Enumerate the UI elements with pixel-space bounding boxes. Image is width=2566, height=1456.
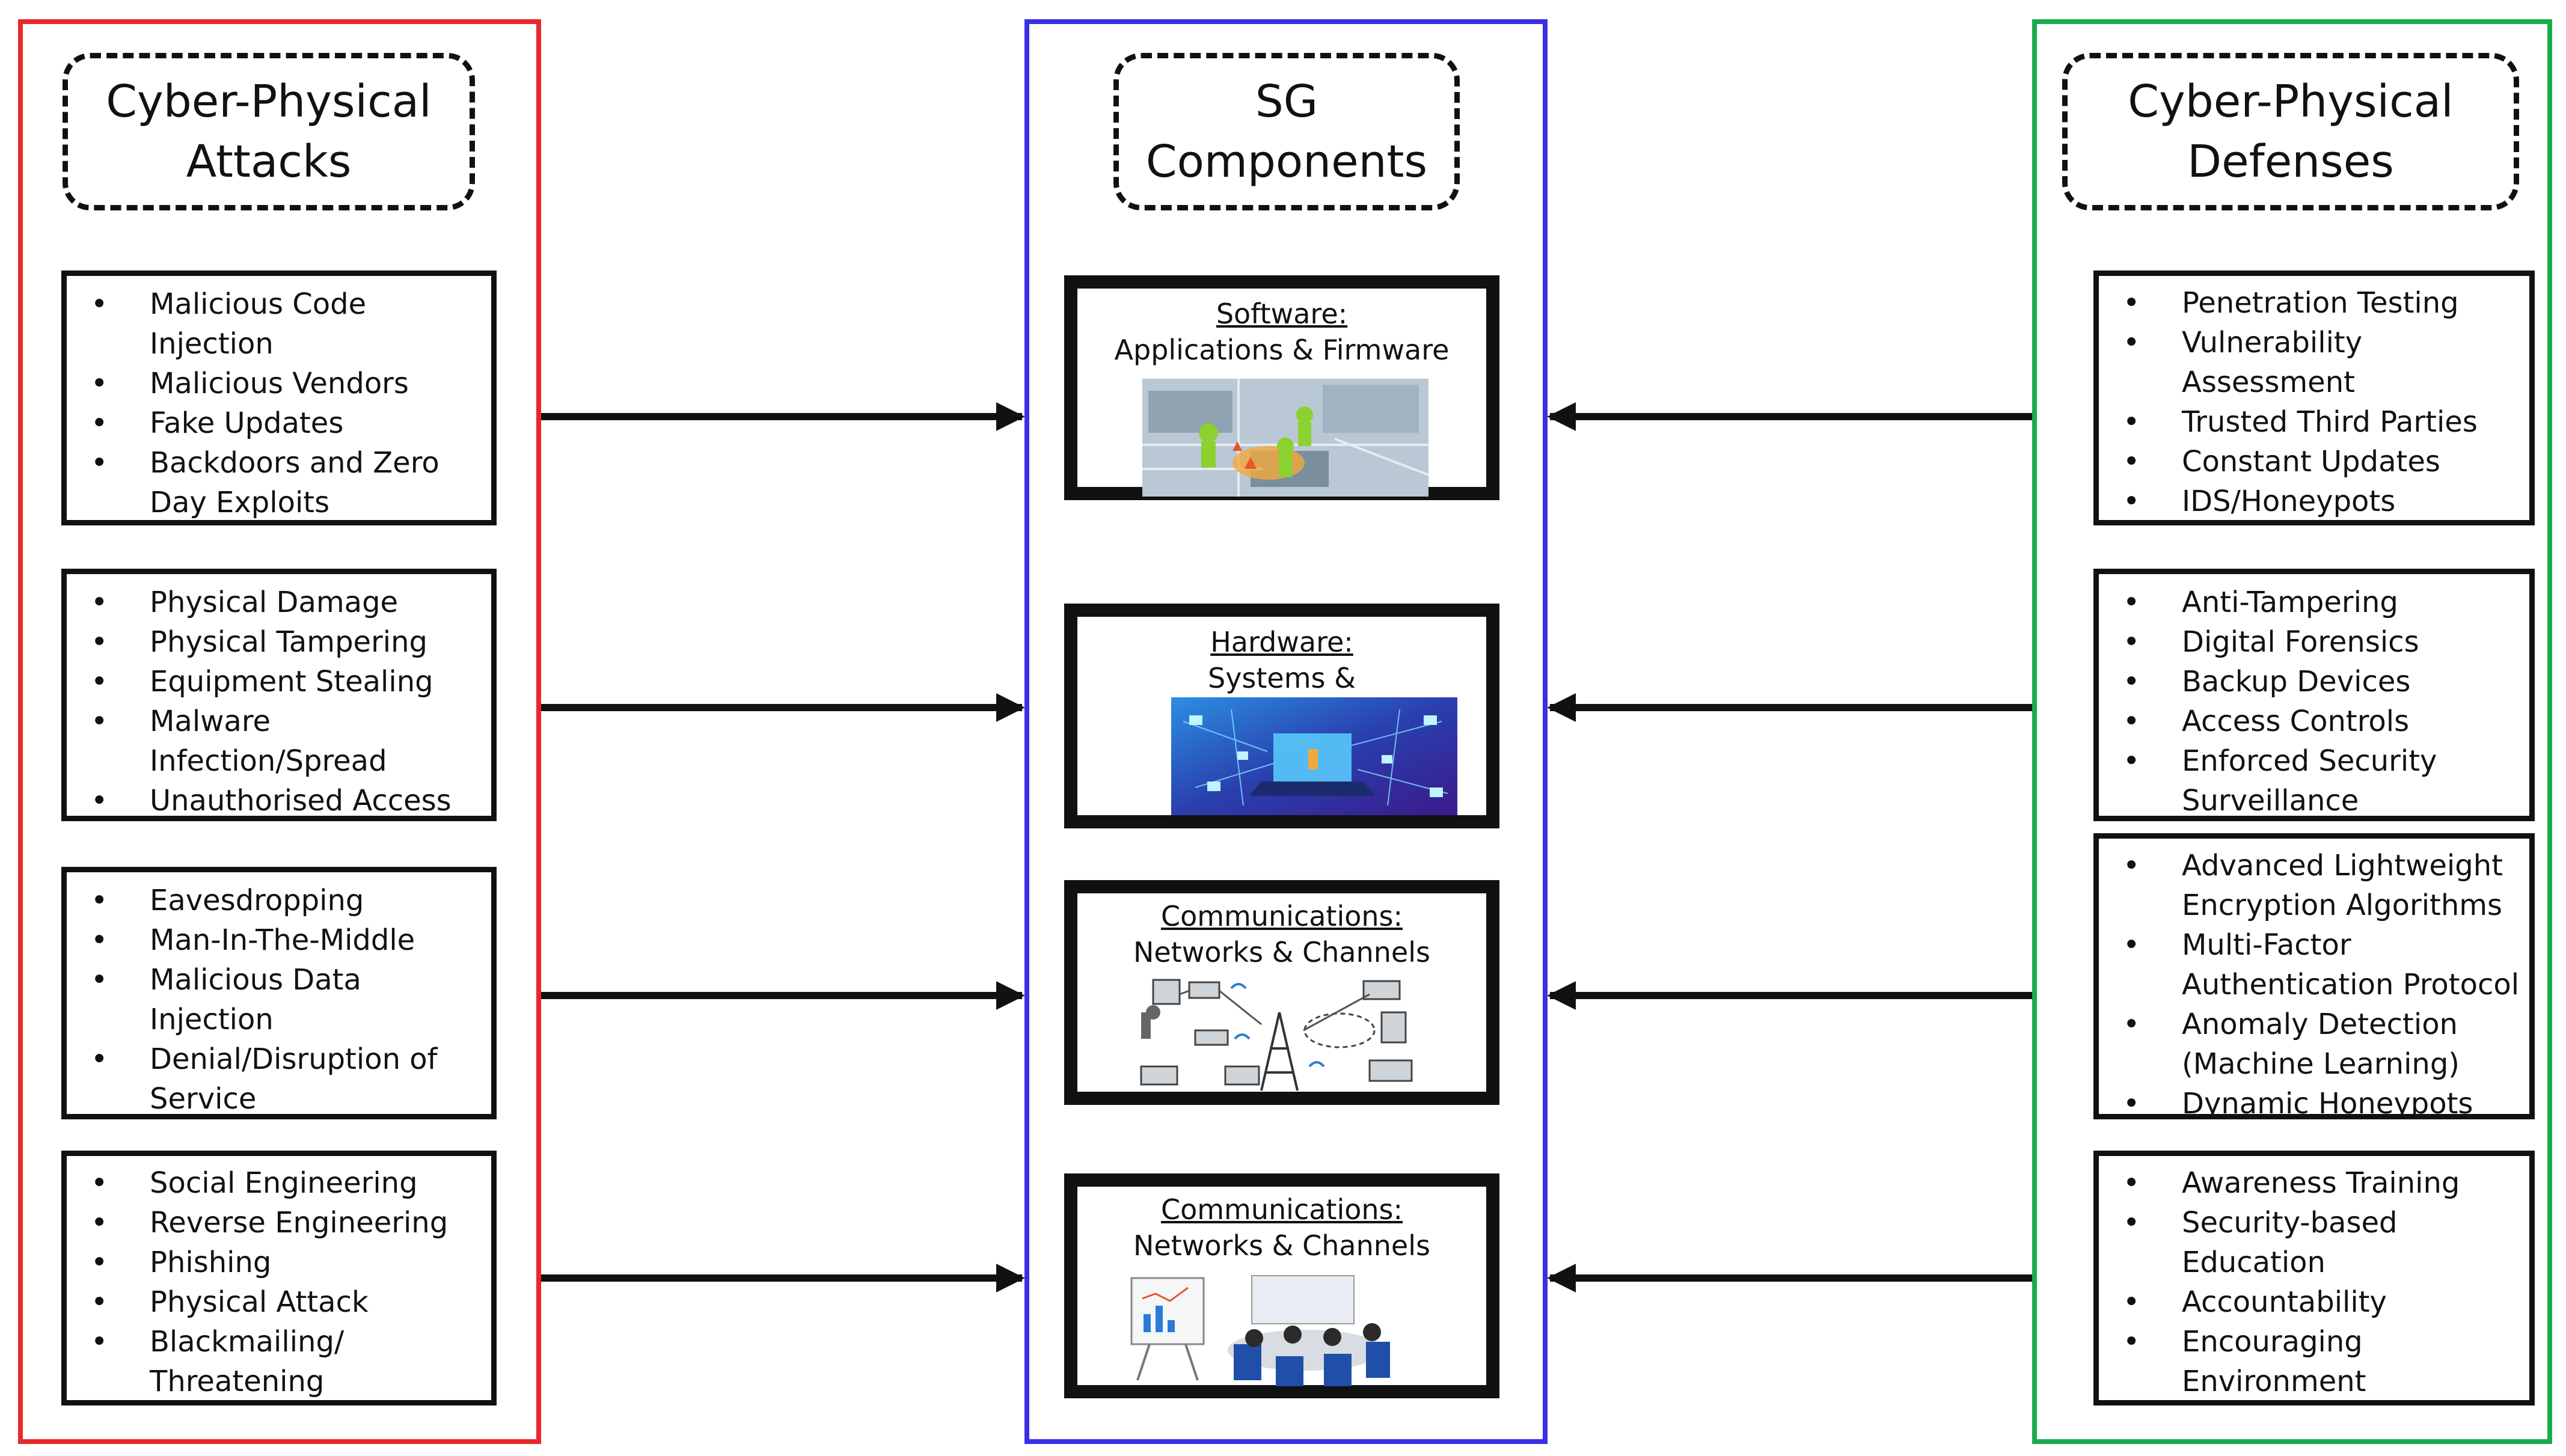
component-subtitle: Systems & xyxy=(1208,662,1356,694)
list-item: Physical Damage xyxy=(67,583,491,622)
list-item: Digital Forensics xyxy=(2099,622,2529,662)
list-item: Anomaly Detection (Machine Learning) xyxy=(2099,1005,2529,1084)
component-communications-network: Communications: Networks & Channels xyxy=(1064,880,1499,1105)
laptop-network-illustration xyxy=(1171,697,1457,815)
components-column xyxy=(1024,19,1548,1444)
attack-group-human: Social Engineering Reverse Engineering P… xyxy=(61,1151,497,1406)
list-item: Blackmailing/ Threatening xyxy=(67,1322,491,1401)
list-item: Equipment Stealing xyxy=(67,662,491,702)
list-item: Fake Updates xyxy=(67,403,491,443)
list-item: Physical Tampering xyxy=(67,622,491,662)
defense-group-hardware: Anti-Tampering Digital Forensics Backup … xyxy=(2093,569,2535,821)
component-title: Communications: xyxy=(1160,1193,1403,1226)
components-heading: SG Components xyxy=(1113,53,1460,210)
list-item: Trusted Third Parties xyxy=(2099,402,2529,442)
list-item: Backup Devices xyxy=(2099,662,2529,702)
list-item: Awareness Training xyxy=(2099,1163,2529,1203)
component-communications-people: Communications: Networks & Channels xyxy=(1064,1173,1499,1398)
list-item: Social Engineering xyxy=(67,1163,491,1203)
component-title: Hardware: xyxy=(1210,626,1353,658)
list-item: Malicious Data Injection xyxy=(67,960,491,1039)
attacks-heading: Cyber-Physical Attacks xyxy=(63,53,475,210)
defenses-heading: Cyber-Physical Defenses xyxy=(2062,53,2519,210)
list-item: Anti-Tampering xyxy=(2099,583,2529,622)
meeting-room-illustration xyxy=(1130,1275,1390,1386)
list-item: IDS/Honeypots xyxy=(2099,482,2529,521)
list-item: Denial/Disruption of Service xyxy=(67,1039,491,1119)
list-item: Man-In-The-Middle xyxy=(67,920,491,960)
component-title: Communications: xyxy=(1160,900,1403,932)
list-item: Backdoors and Zero Day Exploits xyxy=(67,443,491,522)
attack-group-communications: Eavesdropping Man-In-The-Middle Maliciou… xyxy=(61,867,497,1119)
component-subtitle: Networks & Channels xyxy=(1133,1229,1430,1262)
list-item: Malicious Code Injection xyxy=(67,284,491,364)
attack-group-software: Malicious Code Injection Malicious Vendo… xyxy=(61,271,497,525)
list-item: Encouraging Environment xyxy=(2099,1322,2529,1401)
list-item: Unauthorised Access xyxy=(67,781,491,821)
list-item: Constant Updates xyxy=(2099,442,2529,482)
list-item: Eavesdropping xyxy=(67,881,491,920)
list-item: Advanced Lightweight Encryption Algorith… xyxy=(2099,846,2529,925)
attacks-column xyxy=(18,19,541,1444)
list-item: Malware Infection/Spread xyxy=(67,702,491,781)
list-item: Penetration Testing xyxy=(2099,283,2529,323)
component-title: Software: xyxy=(1216,298,1348,330)
network-devices-illustration xyxy=(1140,979,1413,1091)
component-subtitle: Applications & Firmware xyxy=(1114,334,1450,366)
defense-group-communications: Advanced Lightweight Encryption Algorith… xyxy=(2093,833,2535,1124)
list-item: Enforced Security Surveillance xyxy=(2099,741,2529,821)
list-item: Vulnerability Assessment xyxy=(2099,323,2529,402)
list-item: Reverse Engineering xyxy=(67,1203,491,1243)
component-software: Software: Applications & Firmware xyxy=(1064,275,1499,500)
list-item: Phishing xyxy=(67,1243,491,1282)
component-subtitle: Networks & Channels xyxy=(1133,936,1430,968)
attack-group-hardware: Physical Damage Physical Tampering Equip… xyxy=(61,569,497,821)
defense-group-human: Awareness Training Security-based Educat… xyxy=(2093,1151,2535,1406)
list-item: Dynamic Honeypots xyxy=(2099,1084,2529,1124)
list-item: Malicious Vendors xyxy=(67,364,491,403)
list-item: Access Controls xyxy=(2099,702,2529,741)
list-item: Physical Attack xyxy=(67,1282,491,1322)
circuit-board-illustration xyxy=(1142,379,1428,497)
defense-group-software: Penetration Testing Vulnerability Assess… xyxy=(2093,271,2535,525)
component-hardware: Hardware: Systems & xyxy=(1064,604,1499,828)
defenses-column xyxy=(2032,19,2552,1444)
list-item: Accountability xyxy=(2099,1282,2529,1322)
list-item: Security-based Education xyxy=(2099,1203,2529,1282)
list-item: Multi-Factor Authentication Protocol xyxy=(2099,925,2529,1005)
